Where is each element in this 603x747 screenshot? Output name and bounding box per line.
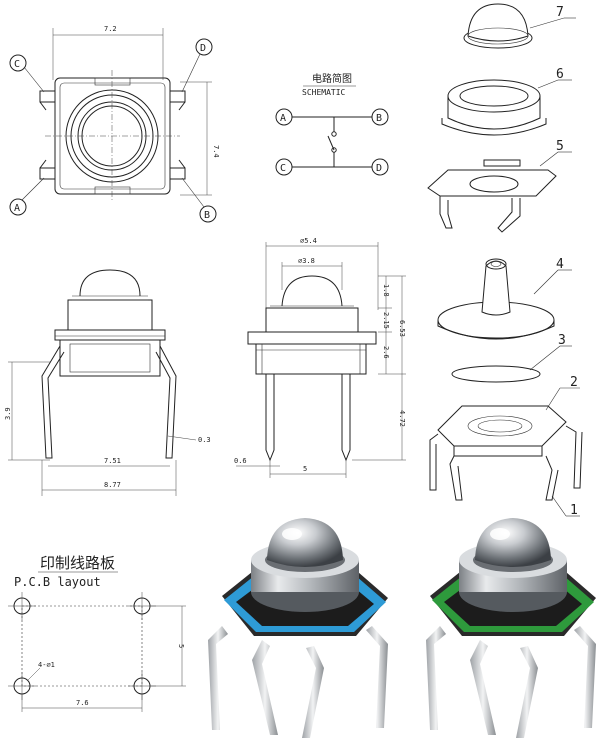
product-photo-blue	[208, 518, 388, 738]
pcb-width-dim: 7.6	[76, 699, 89, 707]
top-pin-d-label: D	[200, 43, 206, 54]
side-outer-dia-dim: ⌀5.4	[300, 237, 317, 245]
schematic-diagram: 电路简图 SCHEMATIC A B C D	[275, 72, 389, 176]
side-cap-height-dim: 1.8	[382, 284, 390, 297]
top-height-dim: 7.4	[212, 145, 220, 158]
top-view-drawing: 7.2 7.4 C D A	[9, 25, 220, 223]
schematic-title-cn: 电路简图	[312, 72, 352, 85]
front-outer-width-dim: 8.77	[104, 481, 121, 489]
schematic-title-en: SCHEMATIC	[302, 88, 346, 97]
pcb-title-cn: 印制线路板	[40, 554, 115, 572]
part-3-label: 3	[558, 333, 566, 348]
top-pin-b-label: B	[204, 210, 210, 221]
part-5-label: 5	[556, 139, 564, 154]
product-photo-green	[426, 518, 596, 738]
side-total-height-dim: 6.53	[398, 320, 406, 337]
exploded-view: 7 6 5 4 3	[427, 3, 583, 518]
part-4-label: 4	[556, 257, 564, 272]
pcb-hole-label: 4-⌀1	[38, 661, 55, 669]
schematic-node-b: B	[376, 113, 382, 124]
front-inner-width-dim: 7.51	[104, 457, 121, 465]
side-body-height-dim: 2.6	[382, 346, 390, 359]
top-width-dim: 7.2	[104, 25, 117, 33]
part-2-label: 2	[570, 375, 578, 390]
schematic-node-d: D	[376, 163, 382, 174]
side-pitch-dim: 5	[303, 465, 307, 473]
part-6-label: 6	[556, 67, 564, 82]
schematic-node-a: A	[280, 113, 286, 124]
side-lead-length-dim: 4.72	[398, 410, 406, 427]
side-view-drawing: ⌀5.4 ⌀3.8 1.8 2.15 2.6 6.53 4.7	[234, 237, 406, 478]
pcb-title-en: P.C.B layout	[14, 575, 101, 589]
pcb-height-dim: 5	[177, 644, 185, 648]
top-pin-a-label: A	[14, 203, 20, 214]
side-mid-height-dim: 2.15	[382, 312, 390, 329]
part-7-label: 7	[556, 5, 564, 20]
side-inner-dia-dim: ⌀3.8	[298, 257, 315, 265]
front-height-dim: 3.9	[4, 407, 12, 420]
pcb-layout-drawing: 印制线路板 P.C.B layout 4-⌀1 7.6 5	[8, 554, 186, 712]
side-lead-width-dim: 0.6	[234, 457, 247, 465]
front-lead-thickness-dim: 0.3	[198, 436, 211, 444]
front-view-drawing: 3.9 0.3 7.51 8.77	[4, 269, 211, 496]
schematic-node-c: C	[280, 163, 286, 174]
part-1-label: 1	[570, 503, 578, 518]
top-pin-c-label: C	[14, 59, 20, 70]
